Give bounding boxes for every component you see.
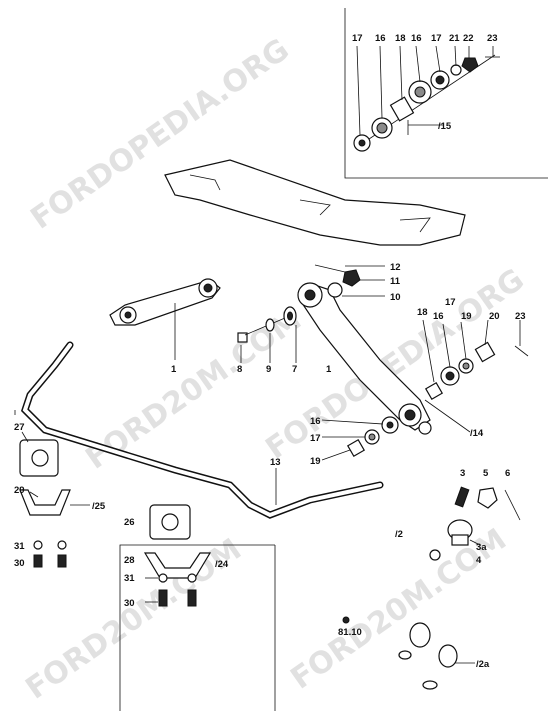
label-23: 23 xyxy=(487,33,498,44)
right-bushing-kit xyxy=(422,319,529,433)
label-17: 17 xyxy=(431,33,442,44)
label-16: 16 xyxy=(310,416,321,427)
label-13: 13 xyxy=(270,457,281,468)
label-4: 4 xyxy=(476,555,482,566)
pivot-bolt-group xyxy=(237,306,297,363)
nut-22 xyxy=(461,57,479,73)
label-5: 5 xyxy=(483,468,489,479)
label-30: 30 xyxy=(124,598,135,609)
label-30: 30 xyxy=(14,558,25,569)
upper-fasteners xyxy=(314,264,385,298)
label-18: 18 xyxy=(417,307,428,318)
label-3a: 3a xyxy=(476,542,487,553)
label-23: 23 xyxy=(515,311,526,322)
label-16: 16 xyxy=(433,311,444,322)
label-21: 21 xyxy=(449,33,460,44)
label-16: 16 xyxy=(375,33,386,44)
label-19: 19 xyxy=(310,456,321,467)
control-arm-left xyxy=(109,278,221,360)
label-16: 16 xyxy=(411,33,422,44)
label-31: 31 xyxy=(124,573,135,584)
label-22: 22 xyxy=(463,33,474,44)
label-11: 11 xyxy=(390,276,401,287)
label-7: 7 xyxy=(292,364,297,375)
label-17: 17 xyxy=(445,297,456,308)
clamp-left xyxy=(19,431,90,568)
label-17: 17 xyxy=(352,33,363,44)
label-24: /24 xyxy=(215,559,229,570)
label-29: 29 xyxy=(14,485,25,496)
label-3: 3 xyxy=(460,468,465,479)
clamp-middle xyxy=(143,504,212,607)
code-label: 81.10 xyxy=(338,627,362,638)
label-15: /15 xyxy=(438,121,452,132)
label-1: 1 xyxy=(171,364,177,375)
label-26: 26 xyxy=(124,517,135,528)
label-27: 27 xyxy=(14,422,25,433)
label-8: 8 xyxy=(237,364,242,375)
label-25: /25 xyxy=(92,501,106,512)
part-labels: 17 16 18 16 17 21 22 23 /15 12 11 10 1 8… xyxy=(14,33,526,670)
washer-21 xyxy=(450,64,462,76)
label-6: 6 xyxy=(505,468,510,479)
label-1: 1 xyxy=(326,364,332,375)
label-19: 19 xyxy=(461,311,472,322)
label-2a: /2a xyxy=(476,659,490,670)
label-2: /2 xyxy=(395,529,403,540)
sleeve-18-top xyxy=(389,96,415,122)
code-mark: 81.10 xyxy=(338,616,362,638)
label-14: /14 xyxy=(470,428,484,439)
bushing-kit-15 xyxy=(353,45,500,152)
label-18: 18 xyxy=(395,33,406,44)
boot-kit-2a xyxy=(398,622,475,690)
frame-lines xyxy=(14,8,548,711)
ball-joint-kit xyxy=(429,486,521,561)
label-31: 31 xyxy=(14,541,25,552)
label-17: 17 xyxy=(310,433,321,444)
label-12: 12 xyxy=(390,262,401,273)
label-20: 20 xyxy=(489,311,500,322)
crossmember xyxy=(164,159,466,246)
lower-bushing-kit xyxy=(321,416,399,461)
label-28: 28 xyxy=(124,555,135,566)
label-10: 10 xyxy=(390,292,401,303)
anti-roll-bar xyxy=(20,341,384,519)
label-9: 9 xyxy=(266,364,271,375)
